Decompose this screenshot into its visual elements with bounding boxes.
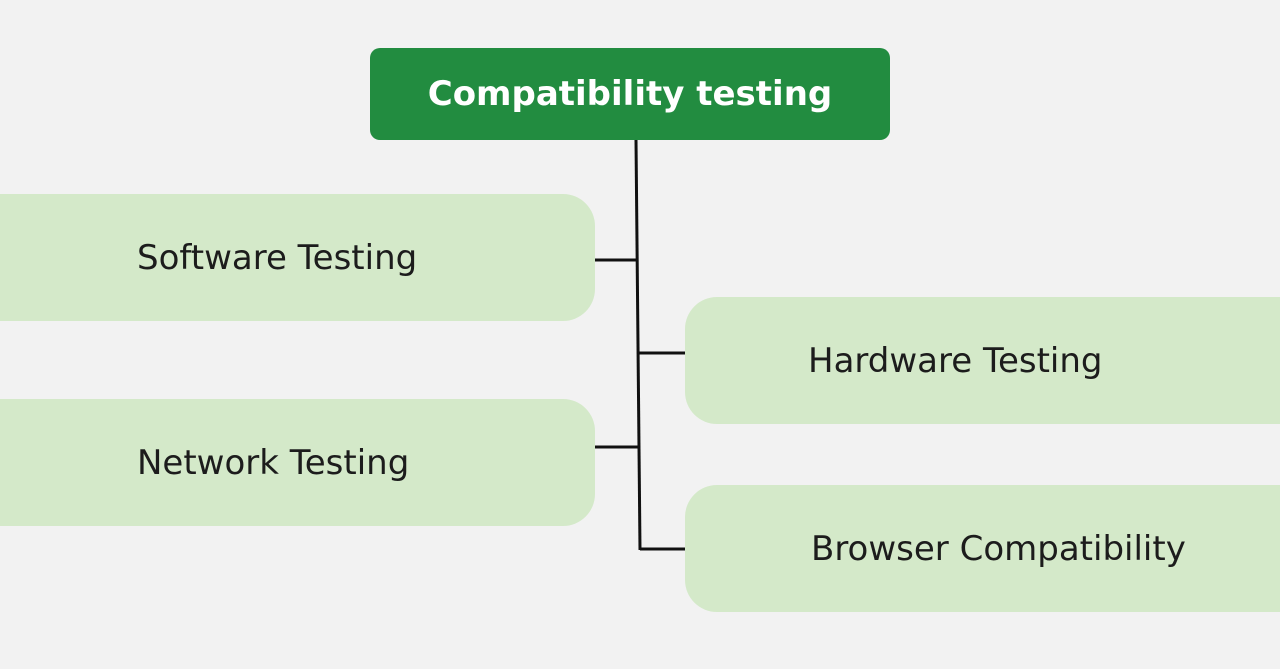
node-hardware-testing: Hardware Testing: [685, 297, 1280, 424]
node-browser-compatibility: Browser Compatibility: [685, 485, 1280, 612]
node-label: Software Testing: [137, 237, 418, 278]
root-label: Compatibility testing: [427, 74, 833, 114]
node-software-testing: Software Testing: [0, 194, 595, 321]
node-label: Browser Compatibility: [811, 528, 1186, 569]
trunk-line: [634, 139, 642, 551]
root-node: Compatibility testing: [370, 48, 890, 140]
node-network-testing: Network Testing: [0, 399, 595, 526]
node-label: Network Testing: [137, 442, 410, 483]
node-label: Hardware Testing: [808, 340, 1103, 381]
